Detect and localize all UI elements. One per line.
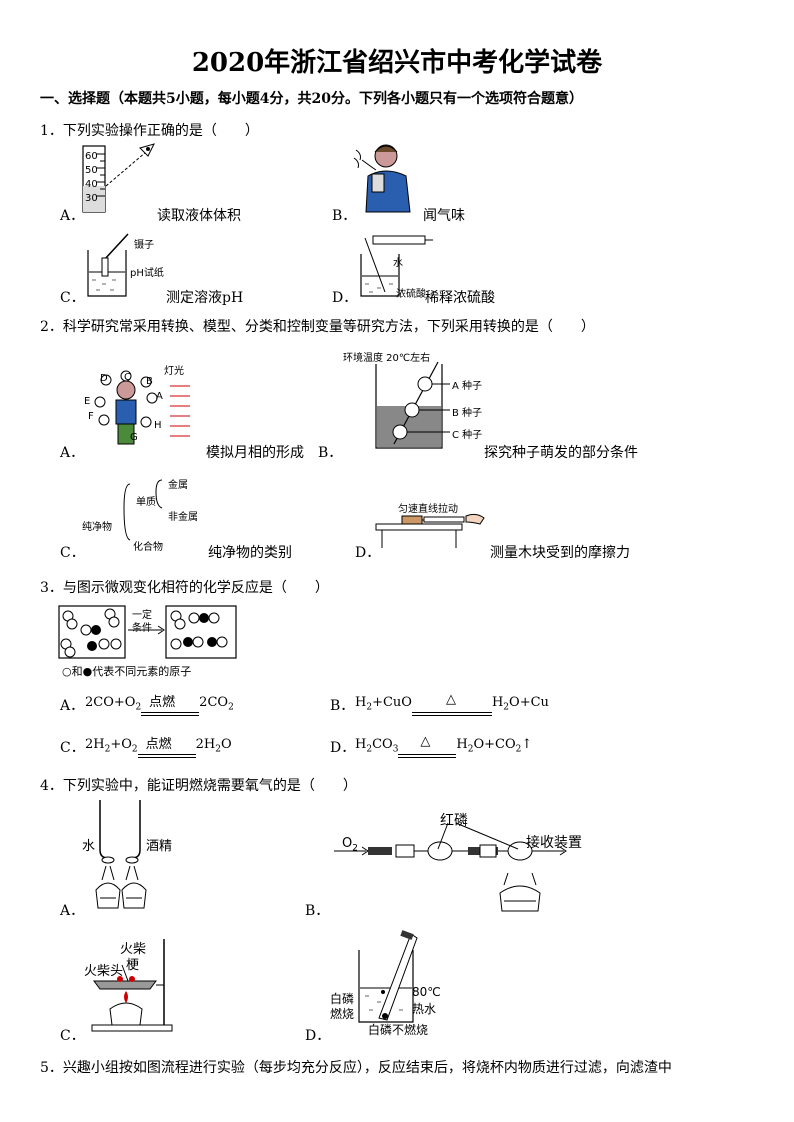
q2-c-label-nonmetal: 非金属 [168, 512, 198, 523]
question-2-stem: 2．科学研究常采用转换、模型、分类和控制变量等研究方法，下列采用转换的是（ ） [40, 319, 595, 335]
question-4-stem: 4．下列实验中，能证明燃烧需要氧气的是（ ） [40, 778, 357, 794]
q4-option-b-letter: B． [305, 903, 330, 919]
q4-c-label-match: 火柴 [120, 942, 147, 957]
q3-option-d-letter: D． [330, 740, 356, 756]
q1-a-tick-40: 40 [85, 179, 98, 190]
q1-option-a-caption: 读取液体体积 [157, 208, 241, 224]
question-1-stem: 1．下列实验操作正确的是（ ） [40, 123, 259, 139]
q2-option-d-letter: D． [355, 545, 381, 561]
q2-a-label-f: F [88, 411, 94, 422]
page-title: 2020年浙江省绍兴市中考化学试卷 [191, 48, 603, 78]
q2-option-a-caption: 模拟月相的形成 [206, 445, 304, 461]
q1-b-smell-figure [353, 144, 411, 213]
question-3-stem: 3．与图示微观变化相符的化学反应是（ ） [40, 580, 329, 596]
q3-option-b-letter: B． [330, 698, 355, 714]
q4-a-figure [95, 800, 147, 909]
q1-option-b-letter: B． [332, 208, 357, 224]
q1-option-c-caption: 测定溶液pH [166, 290, 244, 306]
q4-a-label-alcohol: 酒精 [146, 839, 173, 854]
q1-c-label-ph-paper: pH试纸 [130, 268, 164, 279]
q4-b-label-red-phosphorus: 红磷 [440, 813, 468, 829]
q4-b-figure [334, 822, 567, 912]
q4-d-label-white-p: 白磷 [330, 992, 355, 1006]
q3-arrow-top: 一定 [132, 610, 152, 621]
q1-option-b-caption: 闻气味 [423, 208, 465, 224]
q2-a-moon-figure [94, 370, 190, 445]
q1-d-label-acid: 浓硫酸 [396, 289, 426, 300]
q2-a-label-a: A [156, 391, 163, 402]
q3-arrow-bottom: 条件 [132, 623, 152, 634]
q1-option-a-letter: A． [60, 208, 85, 224]
q4-option-d-letter: D． [305, 1028, 331, 1044]
q1-a-tick-60: 60 [85, 151, 98, 162]
q4-d-figure [358, 930, 418, 1023]
q2-d-label-pull: 匀速直线拉动 [398, 504, 458, 515]
q4-b-label-o2: O2 [342, 836, 358, 854]
q2-a-label-light: 灯光 [164, 366, 184, 377]
q2-b-label-seed-a: A 种子 [452, 381, 483, 392]
section-heading: 一、选择题（本题共5小题，每小题4分，共20分。下列各小题只有一个选项符合题意） [40, 91, 583, 107]
q2-d-friction-figure [375, 513, 485, 548]
q2-option-c-caption: 纯净物的类别 [208, 545, 292, 561]
q4-c-label-stem: 梗 [126, 958, 140, 973]
q4-option-c-letter: C． [60, 1028, 85, 1044]
q3-option-d-equation: H2CO3△H2O+CO2↑ [355, 734, 532, 758]
q1-a-tick-30: 30 [85, 193, 98, 204]
question-5-stem: 5．兴趣小组按如图流程进行实验（每步均充分反应），反应结束后，将烧杯内物质进行过… [40, 1060, 672, 1076]
q1-c-ph-figure [87, 233, 129, 297]
q1-a-cylinder-figure [82, 143, 155, 213]
q2-a-label-g: G [130, 432, 138, 443]
q2-a-label-c: C [124, 372, 131, 383]
q2-b-seed-figure [375, 361, 450, 449]
q4-c-figure [91, 939, 173, 1032]
q2-option-b-caption: 探究种子萌发的部分条件 [484, 445, 638, 461]
q4-a-label-water: 水 [82, 839, 96, 854]
q2-c-label-pure: 纯净物 [82, 522, 112, 533]
q2-c-label-metal: 金属 [168, 480, 188, 491]
q4-option-a-letter: A． [60, 903, 85, 919]
q2-option-d-caption: 测量木块受到的摩擦力 [490, 545, 630, 561]
q2-a-label-b: B [146, 376, 153, 387]
q2-option-c-letter: C． [60, 545, 85, 561]
q1-option-d-letter: D． [332, 290, 358, 306]
q2-option-b-letter: B． [318, 445, 343, 461]
q3-microscopic-figure [58, 605, 237, 659]
q1-d-label-water: 水 [393, 258, 403, 269]
q3-legend: ○和●代表不同元素的原子 [62, 665, 192, 678]
q2-b-label-seed-c: C 种子 [452, 430, 483, 441]
q2-c-classification-figure [123, 479, 163, 541]
q2-option-a-letter: A． [60, 445, 85, 461]
q2-a-label-d: D [100, 373, 108, 384]
q2-b-label-temp: 环境温度 20℃左右 [343, 353, 431, 364]
q1-option-d-caption: 稀释浓硫酸 [425, 290, 495, 306]
q4-d-label-burn: 燃烧 [330, 1007, 355, 1021]
q3-option-c-letter: C． [60, 740, 85, 756]
q2-b-label-seed-b: B 种子 [452, 408, 483, 419]
q1-a-tick-50: 50 [85, 165, 98, 176]
q3-option-a-letter: A． [60, 698, 85, 714]
q1-d-dilution-figure [360, 235, 433, 297]
q2-a-label-e: E [84, 396, 91, 407]
q1-c-label-tweezers: 镊子 [134, 240, 154, 251]
q4-d-label-no-burn: 白磷不燃烧 [368, 1023, 429, 1037]
q4-d-label-hot-water: 热水 [412, 1002, 437, 1016]
q2-c-label-element: 单质 [136, 497, 156, 508]
q2-c-label-compound: 化合物 [133, 542, 163, 553]
q4-d-label-temp: 80℃ [412, 985, 441, 999]
q4-c-label-matchhead: 火柴头 [84, 964, 124, 979]
q4-b-label-receiver: 接收装置 [526, 835, 582, 851]
q2-a-label-h: H [154, 420, 162, 431]
q1-option-c-letter: C． [60, 290, 85, 306]
q3-option-b-equation: H2+CuO△H2O+Cu [355, 692, 549, 716]
